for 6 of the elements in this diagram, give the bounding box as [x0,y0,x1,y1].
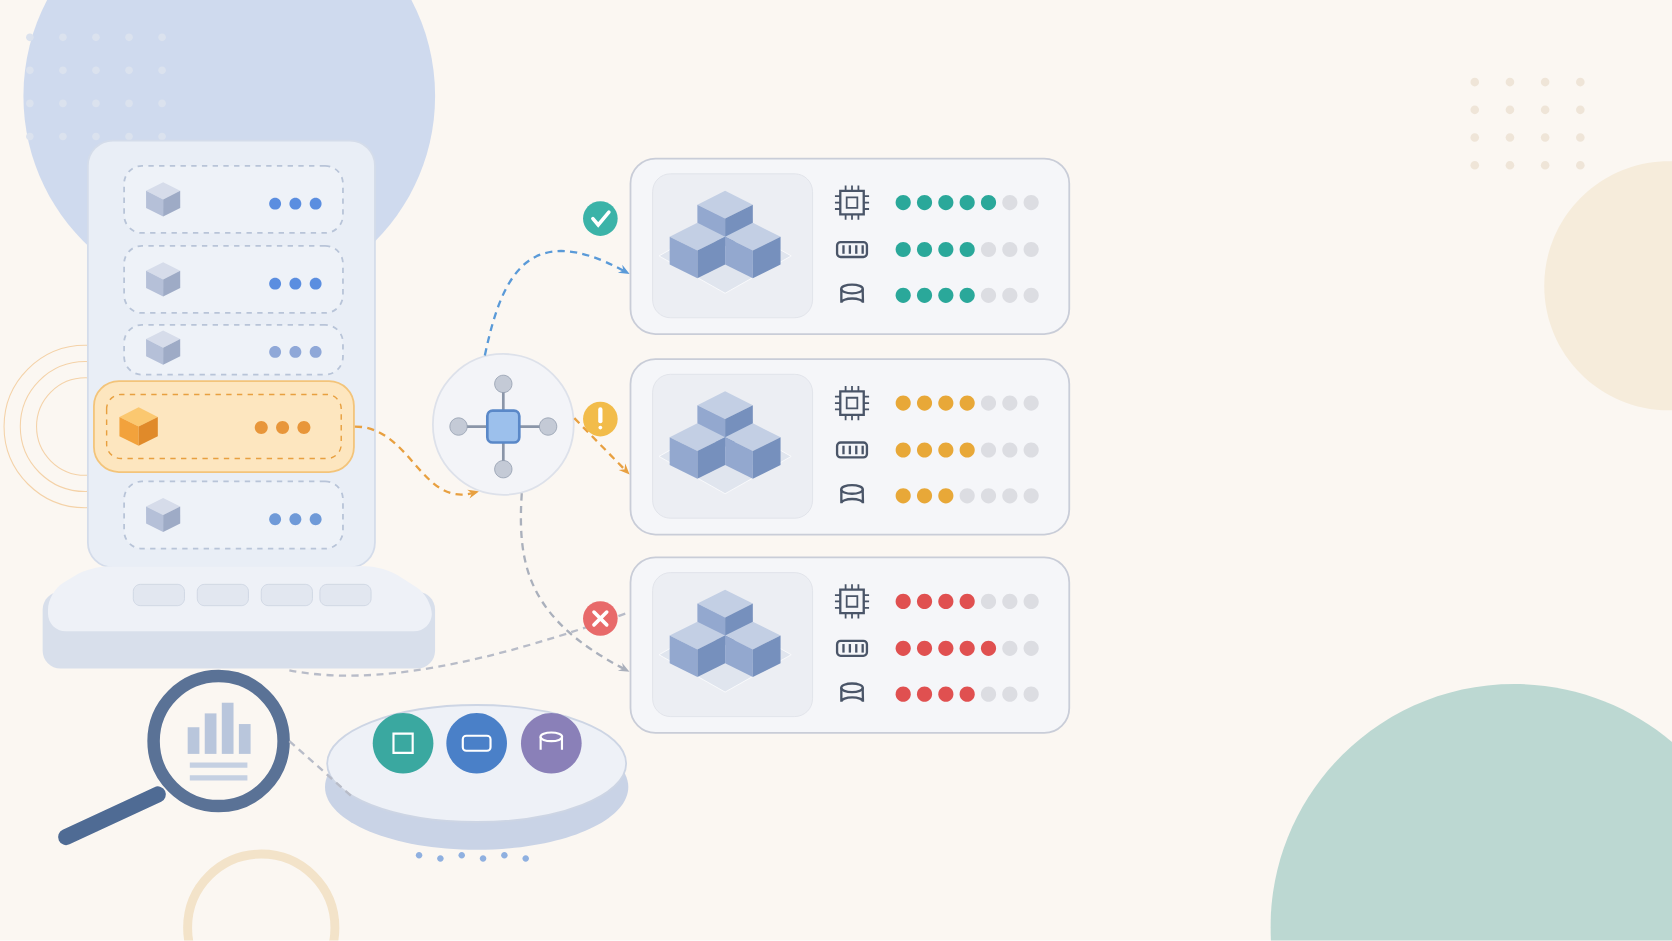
connector [288,740,353,798]
queue-slot [123,480,344,550]
magnifier-drawing [58,670,290,846]
selected-slot [93,380,355,474]
queue-slot [123,245,344,315]
queue-slot [123,165,344,235]
